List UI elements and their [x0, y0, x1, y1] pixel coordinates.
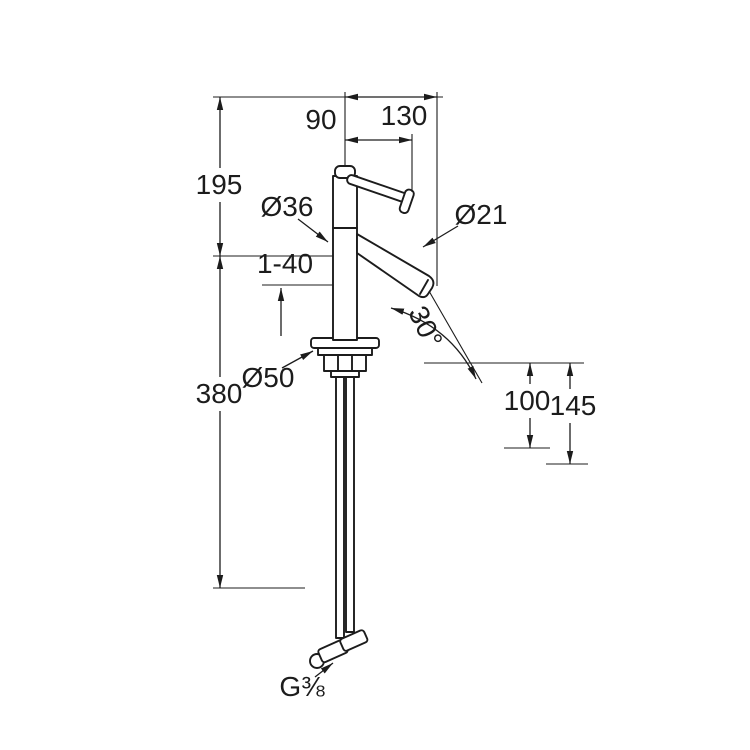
- faucet-body: [332, 165, 358, 341]
- lever-end-cap: [398, 188, 415, 214]
- faucet-outline: [309, 165, 435, 669]
- dimension-labels: 195 380 90 130 Ø36 Ø21 1-40 Ø50 30° 100 …: [196, 100, 597, 702]
- dim-label-lower-height: 380: [196, 378, 243, 409]
- dim-label-height-100: 100: [504, 385, 551, 416]
- extension-lines: [213, 92, 588, 589]
- mounting-nut: [323, 354, 367, 372]
- hose-connectors: [309, 629, 369, 669]
- dim-label-spout-diameter: Ø21: [455, 199, 508, 230]
- handle-lever: [346, 174, 415, 214]
- leader-body-diameter: [297, 218, 329, 243]
- leader-base-diameter: [281, 350, 314, 369]
- dim-label-base-diameter: Ø50: [242, 362, 295, 393]
- label-backgrounds: [189, 168, 602, 423]
- leader-spout-diameter: [422, 225, 459, 248]
- dim-label-spout-angle: 30°: [402, 301, 448, 353]
- dim-label-body-diameter: Ø36: [261, 191, 314, 222]
- spout: [356, 233, 435, 299]
- dim-label-clamping-range: 1-40: [257, 248, 313, 279]
- supply-hoses: [335, 376, 355, 639]
- dim-label-spout-reach: 130: [381, 100, 428, 131]
- dim-label-thread: G⅜: [279, 671, 325, 702]
- angle-arc-30deg: [390, 307, 477, 380]
- washer: [317, 347, 373, 356]
- dim-label-handle-reach: 90: [305, 104, 336, 135]
- mounting-assembly: [310, 337, 380, 378]
- leader-thread: [314, 662, 334, 678]
- dim-label-height-145: 145: [550, 390, 597, 421]
- dim-label-upper-height: 195: [196, 169, 243, 200]
- spout-outlet-face: [419, 279, 429, 295]
